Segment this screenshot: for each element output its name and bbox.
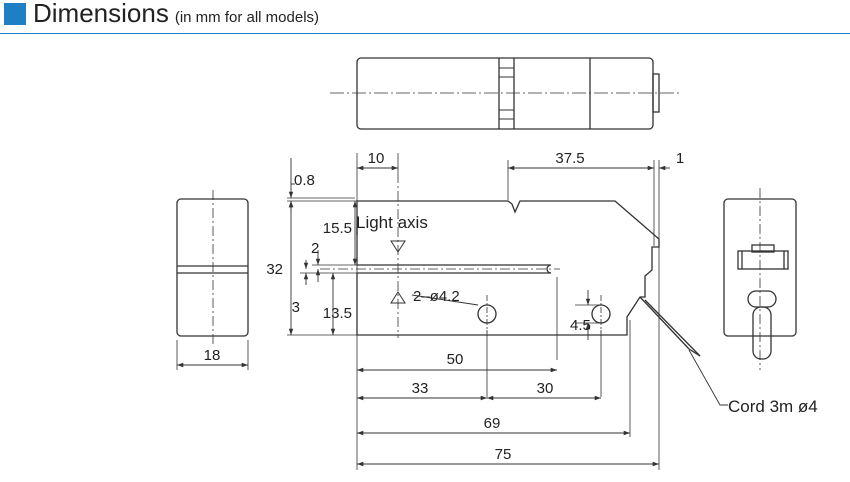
title-text: Dimensions [33,0,169,28]
dim-33: 33 [412,380,429,397]
dim-69: 69 [484,415,501,432]
holes-label: 2–ø4.2 [413,288,460,305]
cord-label: Cord 3m ø4 [728,397,818,416]
dim-37-5: 37.5 [555,150,584,167]
light-axis-arrow-icon [390,240,406,253]
dim-1: 1 [676,150,684,167]
right-side-view [723,188,797,370]
dim-2: 2 [311,240,319,257]
section-subtitle: (in mm for all models) [174,9,320,26]
dim-0-8: 0.8 [294,172,315,189]
dim-13-5: 13.5 [323,305,352,322]
header-divider [0,33,850,34]
section-header: Dimensions (in mm for all models) [0,0,850,38]
front-view [320,173,701,357]
top-view [330,57,680,130]
section-title: Dimensions (in mm for all models) [33,0,319,29]
dim-3: 3 [292,299,300,316]
dimension-lines [177,158,728,467]
dim-50: 50 [447,351,464,368]
light-axis-label: Light axis [356,213,428,232]
left-side-view [176,190,249,345]
dim-4-5: 4.5 [570,317,591,334]
dim-15-5: 15.5 [323,220,352,237]
light-axis-arrow-icon [390,291,406,304]
dim-30: 30 [537,380,554,397]
dim-10: 10 [368,150,385,167]
dim-75: 75 [495,446,512,463]
dim-18: 18 [204,347,221,364]
dim-32: 32 [266,261,283,278]
section-marker [4,3,26,25]
